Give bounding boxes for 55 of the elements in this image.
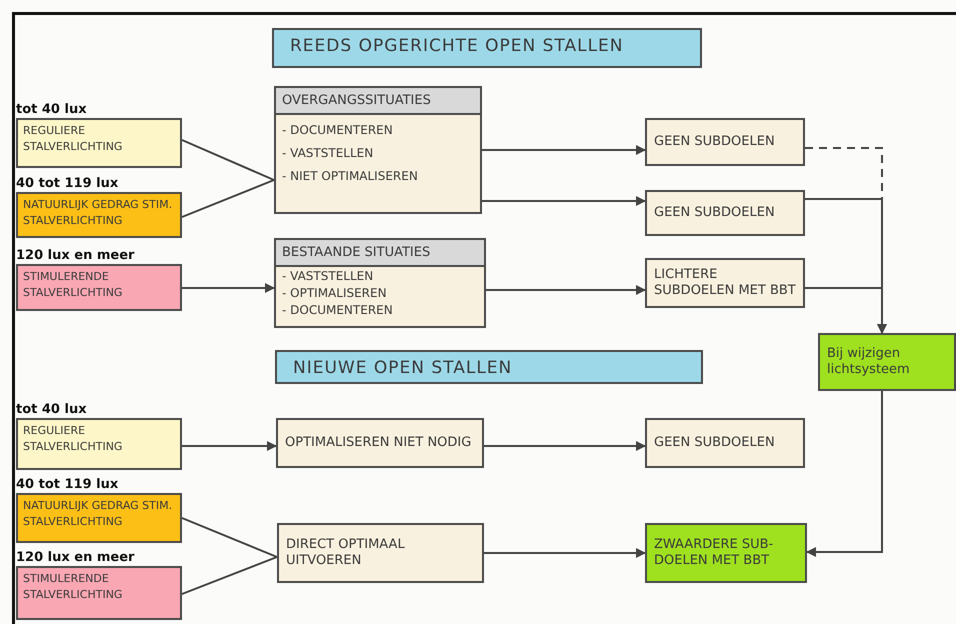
box-text: GEEN SUBDOELEN	[654, 134, 775, 150]
process-box	[818, 333, 956, 391]
lux-label: 120 lux en meer	[16, 248, 136, 264]
section-banner	[272, 28, 702, 68]
box-text: LICHTERE SUBDOELEN MET BBT	[654, 266, 796, 300]
box-text: REGULIERE STALVERLICHTING	[23, 423, 124, 455]
process-box	[645, 258, 805, 308]
box-text: NATUURLIJK GEDRAG STIM. STALVERLICHTING	[23, 498, 174, 530]
process-box	[645, 190, 805, 236]
connector-line	[182, 179, 274, 218]
lux-label: 120 lux en meer	[16, 550, 136, 566]
arrow	[805, 287, 887, 334]
section-heading: OVERGANGSSITUATIES	[276, 88, 480, 115]
connector-line	[182, 556, 278, 595]
arrow	[182, 283, 275, 293]
lux-label: tot 40 lux	[16, 102, 88, 118]
arrow	[486, 285, 646, 295]
arrow	[484, 441, 646, 451]
section-title: REEDS OPGERICHTE OPEN STALLEN	[289, 35, 625, 58]
section-title: NIEUWE OPEN STALLEN	[292, 357, 514, 380]
list-item: - VASTSTELLEN	[281, 269, 374, 284]
section-heading: BESTAANDE SITUATIES	[276, 240, 484, 267]
box-text: NATUURLIJK GEDRAG STIM. STALVERLICHTING	[23, 197, 174, 229]
box-text: ZWAARDERE SUB- DOELEN MET BBT	[654, 536, 774, 570]
connector-line	[182, 139, 274, 181]
list-item: - OPTIMALISEREN	[281, 286, 388, 301]
box-text: OPTIMALISEREN NIET NODIG	[285, 434, 472, 452]
arrow	[806, 391, 883, 557]
lux-label: 40 tot 119 lux	[16, 176, 120, 192]
process-box	[274, 86, 482, 214]
arrow	[484, 548, 646, 558]
arrow	[182, 441, 277, 451]
box-text: REGULIERE STALVERLICHTING	[23, 123, 124, 155]
process-box	[276, 418, 484, 468]
arrow	[482, 145, 646, 155]
box-text: STIMULERENDE STALVERLICHTING	[23, 269, 124, 301]
process-box	[274, 238, 486, 328]
connector-line	[182, 517, 278, 558]
process-box	[277, 523, 484, 583]
list-item: - NIET OPTIMALISEREN	[281, 169, 419, 184]
lux-label: 40 tot 119 lux	[16, 477, 120, 493]
process-box	[645, 523, 807, 583]
box-text: DIRECT OPTIMAAL UITVOEREN	[286, 536, 406, 570]
section-banner	[275, 350, 703, 384]
box-text: STIMULERENDE STALVERLICHTING	[23, 571, 124, 603]
arrow	[482, 196, 646, 206]
list-item: - DOCUMENTEREN	[281, 123, 394, 138]
box-text: GEEN SUBDOELEN	[654, 434, 775, 452]
box-text: Bij wijzigen lichtsysteem	[827, 346, 911, 378]
process-box	[645, 418, 805, 468]
lux-label: tot 40 lux	[16, 402, 88, 418]
box-text: GEEN SUBDOELEN	[654, 204, 775, 222]
list-item: - VASTSTELLEN	[281, 146, 374, 161]
list-item: - DOCUMENTEREN	[281, 303, 394, 318]
process-box	[645, 118, 805, 166]
